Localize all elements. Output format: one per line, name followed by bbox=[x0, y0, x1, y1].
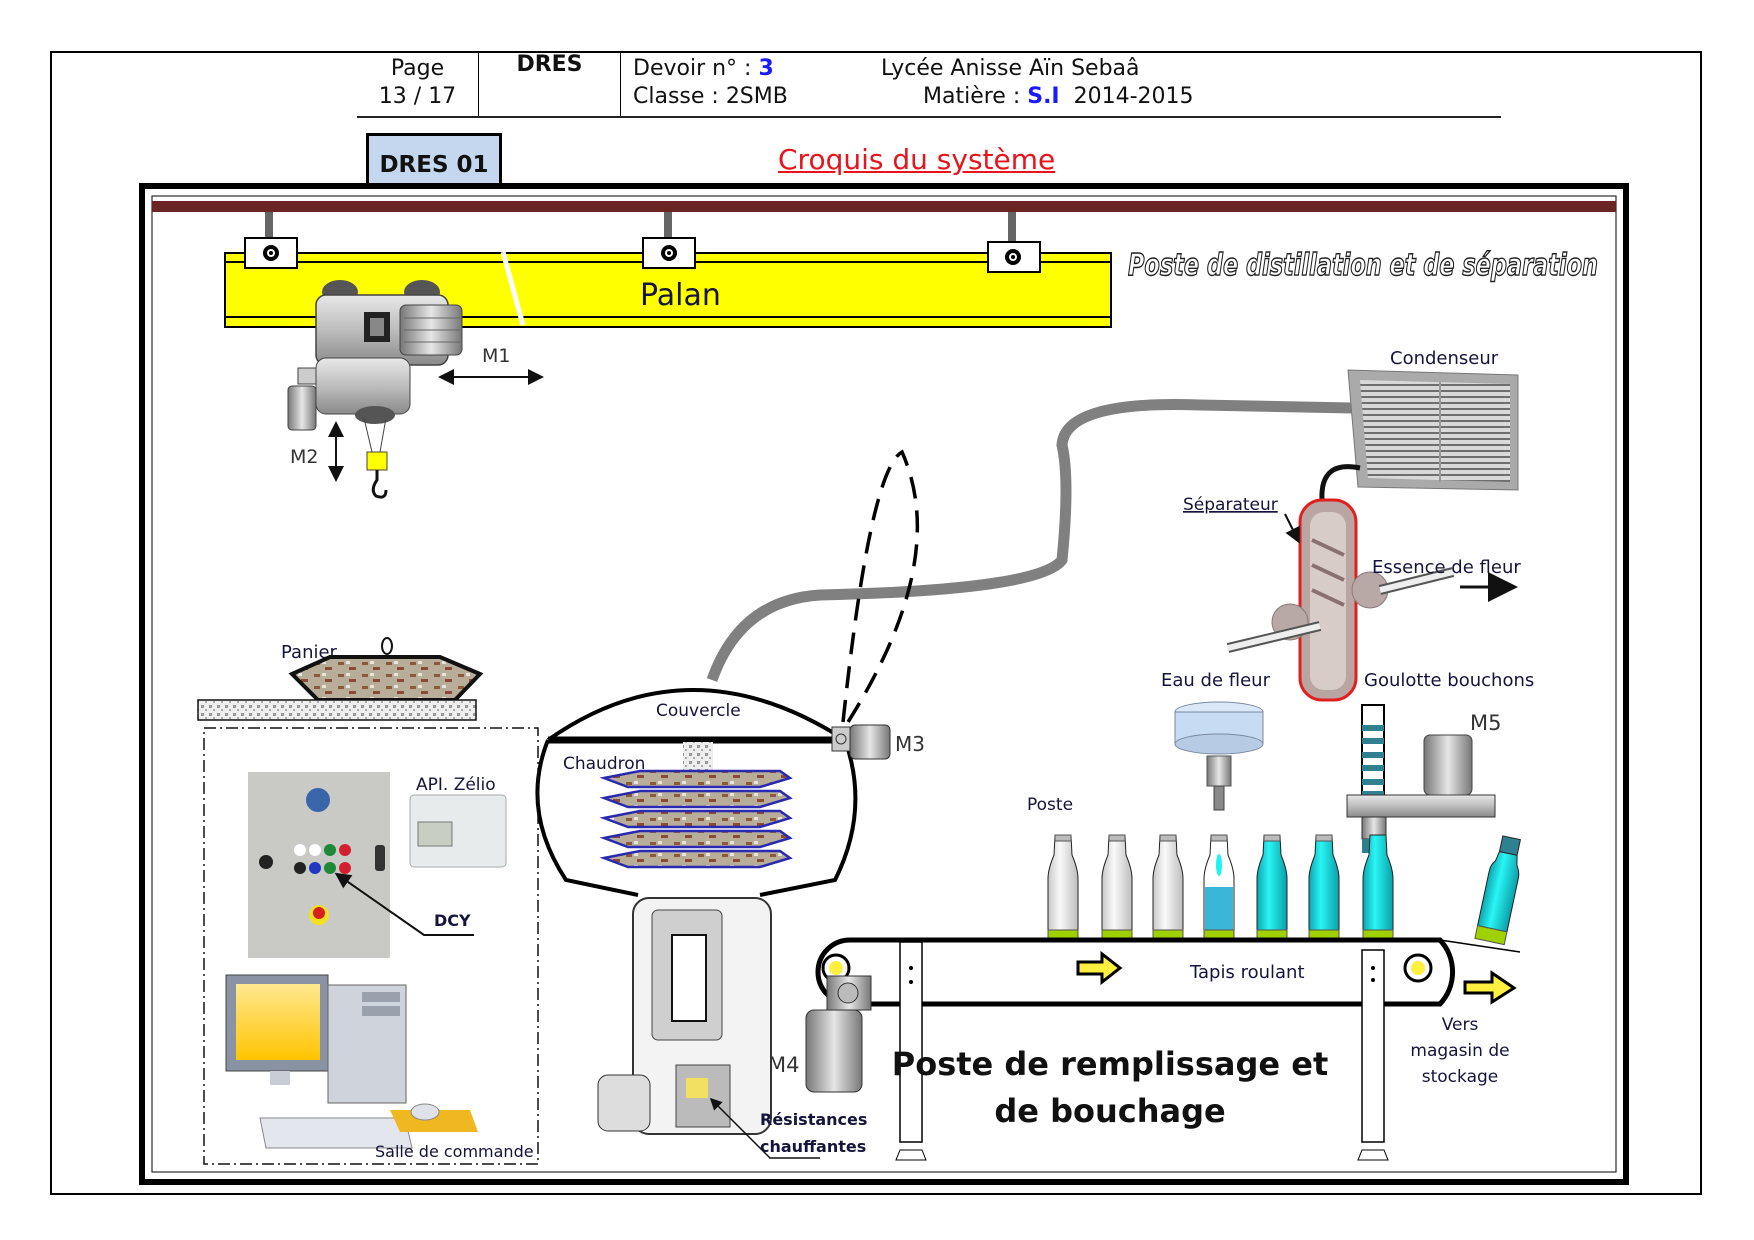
bottle bbox=[1152, 834, 1184, 940]
page-cell: Page 13 / 17 bbox=[357, 51, 479, 117]
filling-title-1: Poste de remplissage et bbox=[892, 1045, 1328, 1083]
assignment-number: 3 bbox=[758, 56, 774, 81]
couvercle-label: Couvercle bbox=[656, 701, 741, 721]
cauldron-tray bbox=[599, 789, 793, 809]
vapor-pipe bbox=[706, 399, 1353, 682]
beam-hangers bbox=[244, 212, 1041, 273]
cauldron-tray bbox=[599, 769, 793, 789]
conveyor-belt bbox=[815, 937, 1521, 1007]
vers-label-1: Vers bbox=[1442, 1015, 1479, 1035]
dcy-label: DCY bbox=[434, 911, 471, 930]
bottles-row bbox=[1047, 834, 1394, 940]
school-year: 2014-2015 bbox=[1073, 84, 1194, 109]
bottle-neck bbox=[1108, 834, 1126, 842]
m5-label: M5 bbox=[1470, 711, 1501, 735]
page-label: Page bbox=[390, 56, 445, 81]
school-name: Lycée Anisse Aïn Sebaâ bbox=[881, 56, 1140, 81]
header-table: Page 13 / 17 DRES Devoir n° : 3 Classe :… bbox=[357, 51, 1501, 117]
bottle bbox=[1308, 834, 1340, 940]
separateur-label: Séparateur bbox=[1183, 495, 1278, 515]
water-tank bbox=[1174, 701, 1264, 811]
m3-label: M3 bbox=[895, 732, 925, 756]
cauldron-tray bbox=[599, 849, 793, 869]
bottle bbox=[1362, 834, 1394, 940]
m2-label: M2 bbox=[290, 446, 318, 468]
subject-label: Matière : bbox=[923, 84, 1028, 109]
m4-label: M4 bbox=[768, 1053, 799, 1077]
bottle-neck bbox=[1315, 834, 1333, 842]
resistances-label-2: chauffantes bbox=[760, 1137, 866, 1156]
distillation-title: Poste de distillation et de séparation bbox=[1128, 248, 1598, 283]
boiler bbox=[597, 897, 772, 1135]
doc-type: DRES bbox=[479, 51, 621, 117]
separator bbox=[1226, 498, 1455, 702]
subject: S.I bbox=[1027, 84, 1060, 109]
liquid-stream bbox=[1216, 854, 1222, 876]
poste-label: Poste bbox=[1027, 795, 1073, 815]
api-label: API. Zélio bbox=[416, 775, 496, 795]
separateur-pointer bbox=[1284, 513, 1300, 544]
goulotte-label: Goulotte bouchons bbox=[1364, 670, 1534, 691]
bottle-neck bbox=[1159, 834, 1177, 842]
resistances-pointer bbox=[709, 1097, 820, 1159]
condenseur-label: Condenseur bbox=[1390, 348, 1499, 369]
bottle-neck bbox=[1054, 834, 1072, 842]
page-number: 13 / 17 bbox=[378, 84, 457, 109]
condenser bbox=[1347, 369, 1519, 491]
class-label: Classe : 2SMB bbox=[633, 84, 788, 109]
header-underline bbox=[357, 116, 1501, 118]
basket bbox=[197, 637, 484, 721]
bottle bbox=[1203, 834, 1235, 940]
bottle bbox=[1101, 834, 1133, 940]
lid-swing-path bbox=[841, 449, 920, 723]
ceiling-rail bbox=[152, 201, 1616, 212]
palan-label: Palan bbox=[640, 278, 721, 313]
bottle bbox=[1256, 834, 1288, 940]
filling-title-2: de bouchage bbox=[994, 1092, 1225, 1130]
section-title: Croquis du système bbox=[778, 143, 1056, 176]
m4-motor bbox=[805, 975, 872, 1093]
dcy-pointer bbox=[334, 872, 474, 936]
bottle-neck bbox=[1210, 834, 1228, 842]
vers-label-3: stockage bbox=[1422, 1067, 1498, 1087]
vers-label-2: magasin de bbox=[1410, 1041, 1509, 1061]
computer-icon bbox=[225, 974, 478, 1149]
tapis-label: Tapis roulant bbox=[1189, 962, 1305, 983]
panier-label: Panier bbox=[281, 642, 338, 663]
bottle-liquid bbox=[1205, 887, 1233, 930]
cauldron-tray bbox=[599, 829, 793, 849]
salle-label: Salle de commande bbox=[375, 1142, 534, 1161]
eau-label: Eau de fleur bbox=[1161, 670, 1271, 691]
hoist bbox=[287, 280, 463, 499]
diagram-frame-inner bbox=[151, 195, 1617, 1173]
capping-station bbox=[1346, 704, 1496, 853]
page-border bbox=[50, 51, 1702, 1195]
m3-motor bbox=[831, 724, 891, 760]
api-zelio-plc bbox=[409, 794, 507, 868]
bottle bbox=[1047, 834, 1079, 940]
separator-hose bbox=[1319, 464, 1361, 501]
assignment-label: Devoir n° : bbox=[633, 56, 759, 81]
bottle-neck bbox=[1263, 834, 1281, 842]
cauldron-tray bbox=[599, 809, 793, 829]
bottle-exiting bbox=[1474, 835, 1521, 946]
control-room-border bbox=[203, 727, 539, 1165]
cauldron-trays bbox=[599, 769, 793, 869]
conveyor-legs bbox=[895, 941, 1389, 1161]
dres-tab: DRES 01 bbox=[366, 133, 502, 185]
chaudron-label: Chaudron bbox=[563, 754, 645, 774]
m1-label: M1 bbox=[482, 345, 510, 367]
resistances-label-1: Résistances bbox=[760, 1110, 867, 1129]
essence-label: Essence de fleur bbox=[1372, 557, 1521, 578]
info-cell: Devoir n° : 3 Classe : 2SMB Lycée Anisse… bbox=[621, 51, 1501, 117]
control-panel bbox=[248, 772, 390, 958]
diagram-frame bbox=[139, 183, 1629, 1185]
